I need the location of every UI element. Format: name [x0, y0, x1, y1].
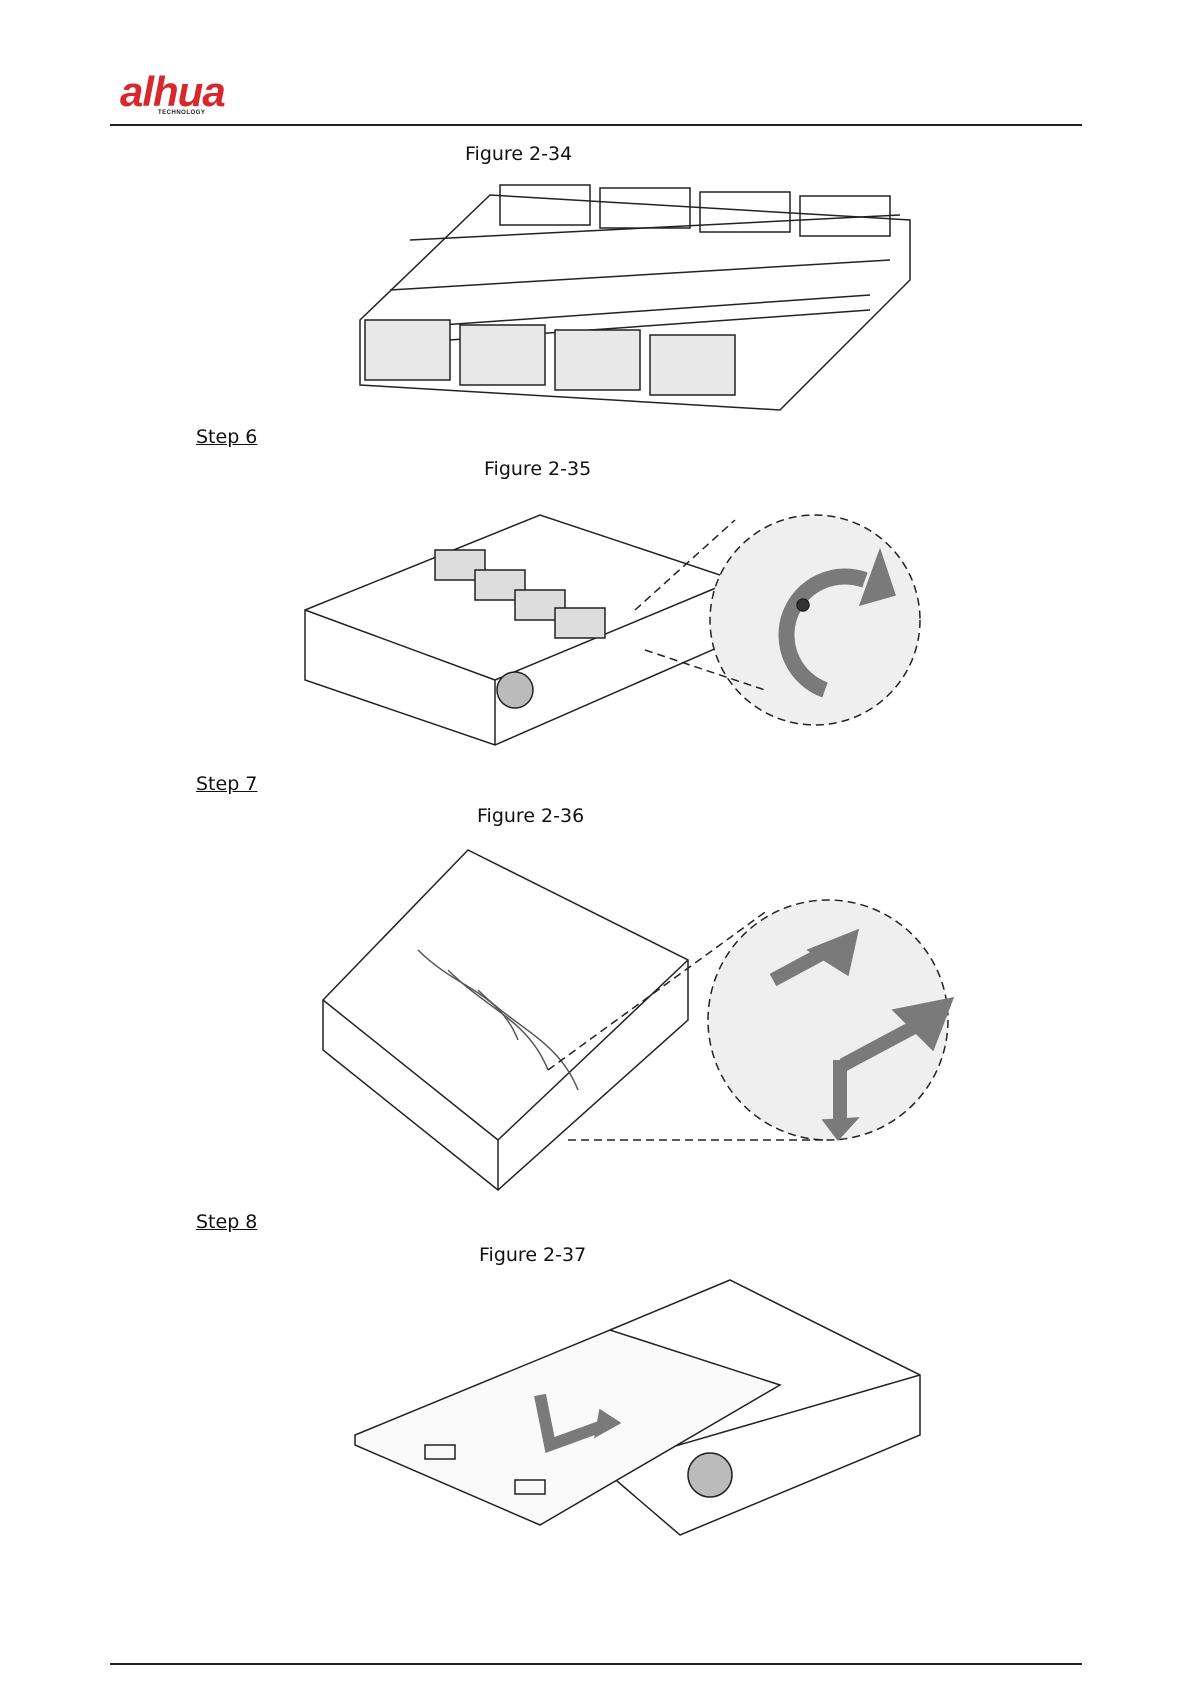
figure-caption-2-34: Figure 2-34 — [465, 143, 572, 165]
step-8-label: Step 8 — [196, 1211, 257, 1233]
figure-2-37-illustration — [350, 1275, 930, 1545]
figure-caption-2-35: Figure 2-35 — [484, 458, 591, 480]
step-6-label: Step 6 — [196, 426, 257, 448]
figure-caption-2-37: Figure 2-37 — [479, 1244, 586, 1266]
footer-rule — [110, 1663, 1082, 1665]
figure-2-36-illustration — [318, 840, 968, 1195]
header-rule — [110, 124, 1082, 126]
figure-2-35-illustration — [295, 490, 985, 760]
step-7-label: Step 7 — [196, 773, 257, 795]
brand-logo: alhua — [120, 68, 225, 116]
figure-2-34-illustration — [350, 170, 930, 420]
brand-logo-subtext: TECHNOLOGY — [158, 110, 205, 116]
figure-caption-2-36: Figure 2-36 — [477, 805, 584, 827]
